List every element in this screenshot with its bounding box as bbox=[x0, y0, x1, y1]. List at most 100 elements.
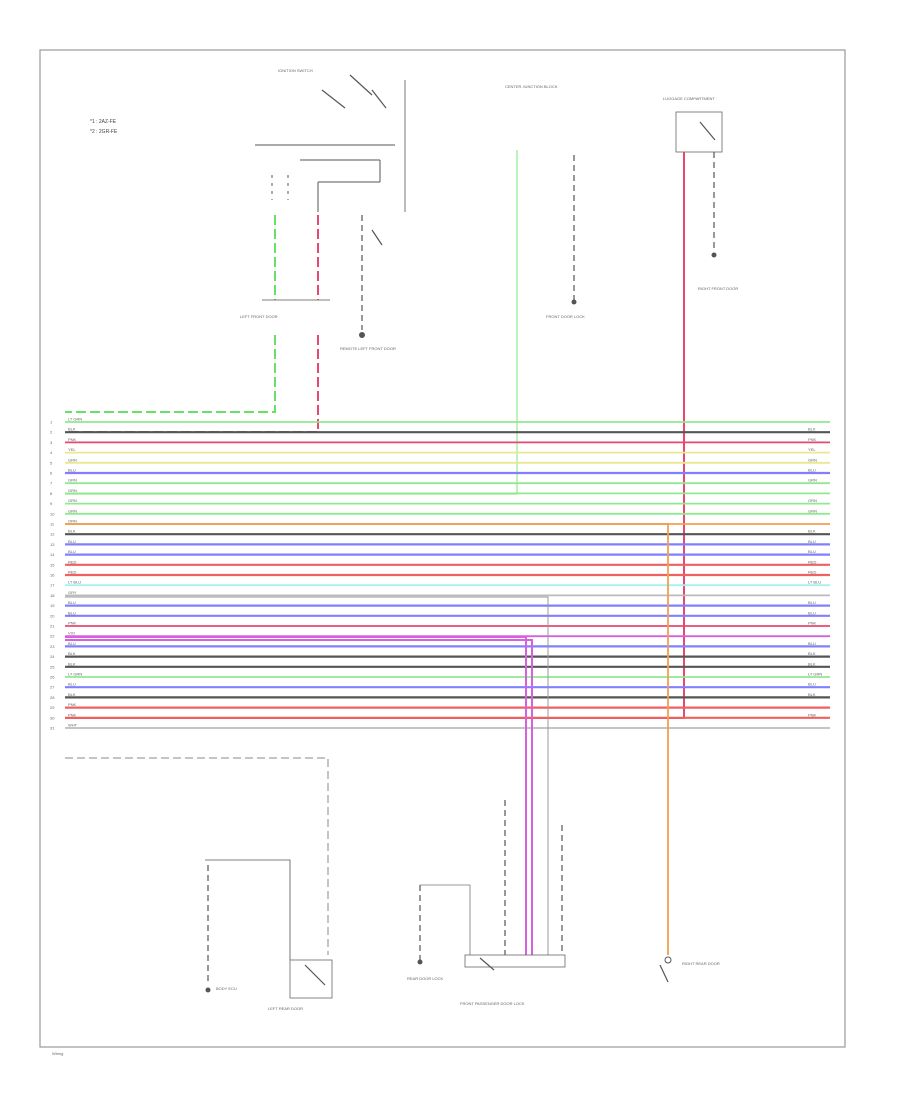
lf-door-label: LEFT FRONT DOOR bbox=[240, 314, 278, 319]
bus-wire-index: 26 bbox=[50, 675, 55, 680]
left-rear-door-label: LEFT REAR DOOR bbox=[268, 1006, 303, 1011]
bus-wire-right-label: GRN bbox=[808, 457, 817, 462]
bus-wire-left-label: LT GRN bbox=[68, 417, 82, 422]
bus-wire-right-label: BLK bbox=[808, 651, 816, 656]
bus-wire-index: 8 bbox=[50, 491, 53, 496]
bus-wire-left-label: BLU bbox=[68, 641, 76, 646]
bus-wire-left-label: BLU bbox=[68, 600, 76, 605]
bus-wire-index: 3 bbox=[50, 440, 53, 445]
body-ecu-label: BODY ECU bbox=[216, 986, 237, 991]
bus-wire-left-label: GRN bbox=[68, 498, 77, 503]
bus-wire-left-label: BLK bbox=[68, 661, 76, 666]
bus-wire-index: 24 bbox=[50, 654, 55, 659]
bus-wire-index: 21 bbox=[50, 624, 55, 629]
bus-wire-left-label: BLU bbox=[68, 468, 76, 473]
bus-wire-right-label: BLK bbox=[808, 692, 816, 697]
bus-wire-right-label: PNK bbox=[808, 621, 817, 626]
bus-wire-right-label: BLU bbox=[808, 600, 816, 605]
bus-wire-index: 6 bbox=[50, 471, 53, 476]
legend: *1 : 2AZ-FE *2 : 2GR-FE bbox=[90, 119, 118, 135]
ignition-switch-label: IGNITION SWITCH bbox=[278, 68, 313, 73]
bus-wire-index: 28 bbox=[50, 695, 55, 700]
bus-wire-right-label: LT BLU bbox=[808, 580, 821, 585]
bus-wire-left-label: BLU bbox=[68, 539, 76, 544]
bus-wire-right-label: BLU bbox=[808, 549, 816, 554]
legend-item-2: *2 : 2GR-FE bbox=[90, 129, 118, 135]
right-rear-door-assembly: RIGHT REAR DOOR bbox=[659, 956, 720, 983]
bus-wire-right-label: GRN bbox=[808, 478, 817, 483]
bus-wire-index: 20 bbox=[50, 613, 55, 618]
bus-wire-left-label: BLU bbox=[68, 682, 76, 687]
bus-wire-right-label: BLU bbox=[808, 610, 816, 615]
bus-wire-right-label: BLU bbox=[808, 641, 816, 646]
wire-bus: LT GRN1BLK2BLKPNK3PNKYEL4YELGRN5GRNBLU6B… bbox=[50, 417, 830, 731]
bus-wire-index: 31 bbox=[50, 726, 55, 731]
bus-wire-index: 5 bbox=[50, 460, 53, 465]
bus-wire-index: 10 bbox=[50, 511, 55, 516]
bus-wire-index: 17 bbox=[50, 583, 55, 588]
bus-wire-index: 23 bbox=[50, 644, 55, 649]
bus-wire-index: 27 bbox=[50, 685, 55, 690]
bus-wire-right-label: BLK bbox=[808, 661, 816, 666]
bus-wire-left-label: BLK bbox=[68, 529, 76, 534]
bus-wire-left-label: BLU bbox=[68, 610, 76, 615]
bus-wire-left-label: RED bbox=[68, 559, 77, 564]
right-front-door-label: RIGHT FRONT DOOR bbox=[698, 286, 738, 291]
bus-wire-right-label: PNK bbox=[808, 437, 817, 442]
front-door-lock-label: FRONT DOOR LOCK bbox=[546, 314, 585, 319]
bus-wire-right-label: BLK bbox=[808, 529, 816, 534]
luggage-compartment-assembly: LUGGAGE COMPARTMENT RIGHT FRONT DOOR bbox=[65, 96, 738, 719]
bus-wire-index: 9 bbox=[50, 501, 53, 506]
luggage-compartment-label: LUGGAGE COMPARTMENT bbox=[663, 96, 715, 101]
bus-drops bbox=[65, 523, 669, 955]
bus-wire-left-label: LT GRN bbox=[68, 672, 82, 677]
bus-wire-right-label: BLU bbox=[808, 682, 816, 687]
bus-wire-left-label: VIO bbox=[68, 631, 75, 636]
ignition-switch-assembly: IGNITION SWITCH REMOTE LEFT FRONT DOOR bbox=[255, 68, 406, 351]
bus-wire-left-label: BLK bbox=[68, 651, 76, 656]
bus-wire-index: 30 bbox=[50, 715, 55, 720]
bus-wire-index: 11 bbox=[50, 522, 55, 527]
bus-wire-left-label: BLK bbox=[68, 427, 76, 432]
bus-wire-left-label: GRY bbox=[68, 590, 77, 595]
bus-wire-index: 16 bbox=[50, 573, 55, 578]
rear-door-lock-assembly: REAR DOOR LOCK FRONT PASSENGER DOOR LOCK bbox=[407, 800, 566, 1006]
bus-wire-left-label: LT BLU bbox=[68, 580, 81, 585]
bus-wire-left-label: ORN bbox=[68, 519, 77, 524]
bus-wire-index: 2 bbox=[50, 430, 53, 435]
lf-door-wires: LEFT FRONT DOOR bbox=[65, 215, 330, 433]
bus-wire-right-label: GRN bbox=[808, 508, 817, 513]
bus-wire-right-label: PNK bbox=[808, 712, 817, 717]
bus-wire-index: 13 bbox=[50, 542, 55, 547]
bus-wire-right-label: BLK bbox=[808, 427, 816, 432]
bus-wire-index: 1 bbox=[50, 420, 53, 425]
bus-wire-left-label: BLU bbox=[68, 549, 76, 554]
bus-wire-index: 19 bbox=[50, 603, 55, 608]
bus-wire-index: 14 bbox=[50, 552, 55, 557]
bus-wire-left-label: GRN bbox=[68, 457, 77, 462]
bus-wire-index: 25 bbox=[50, 664, 55, 669]
legend-item-1: *1 : 2AZ-FE bbox=[90, 119, 117, 125]
bus-wire-right-label: RED bbox=[808, 559, 817, 564]
remote-lf-door-label: REMOTE LEFT FRONT DOOR bbox=[340, 346, 396, 351]
diagram-frame bbox=[39, 49, 846, 1048]
bus-wire-left-label: PNK bbox=[68, 437, 77, 442]
bus-wire-left-label: PNK bbox=[68, 621, 77, 626]
bus-wire-left-label: PNK bbox=[68, 702, 77, 707]
bus-wire-index: 22 bbox=[50, 634, 55, 639]
bus-wire-right-label: LT GRN bbox=[808, 672, 822, 677]
bus-wire-right-label: BLU bbox=[808, 539, 816, 544]
bus-wire-index: 15 bbox=[50, 562, 55, 567]
bus-wire-index: 29 bbox=[50, 705, 55, 710]
rear-door-lock-label: REAR DOOR LOCK bbox=[407, 976, 444, 981]
footer-label: Wiring bbox=[52, 1051, 63, 1056]
bus-wire-left-label: YEL bbox=[68, 447, 76, 452]
bus-wire-left-label: PNK bbox=[68, 712, 77, 717]
center-junction-label: CENTER JUNCTION BLOCK bbox=[505, 84, 558, 89]
bus-wire-index: 18 bbox=[50, 593, 55, 598]
bus-wire-left-label: WHT bbox=[68, 723, 78, 728]
bus-wire-index: 4 bbox=[50, 450, 53, 455]
bus-wire-right-label: BLU bbox=[808, 468, 816, 473]
bus-wire-left-label: RED bbox=[68, 570, 77, 575]
